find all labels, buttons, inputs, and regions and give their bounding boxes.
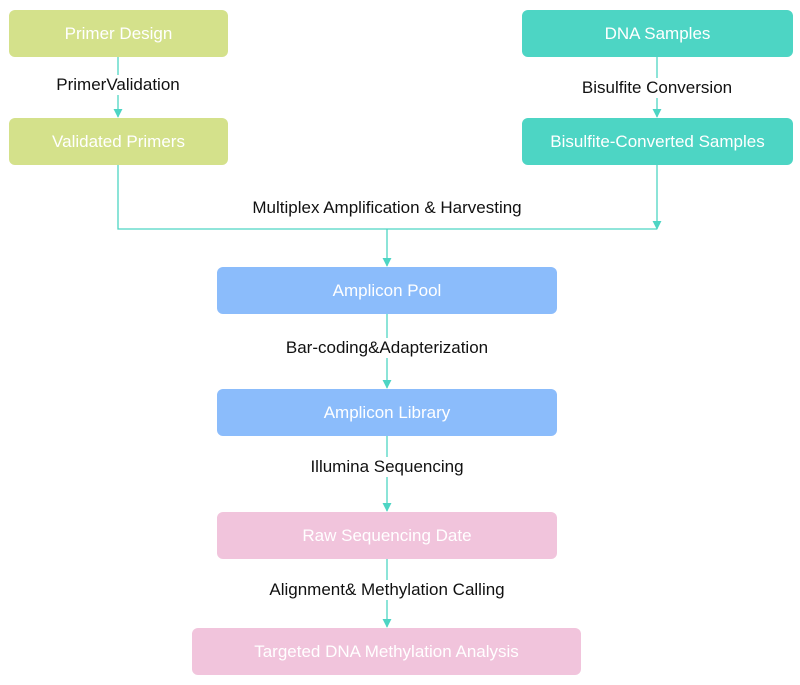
label-alignment-methylation-calling: Alignment& Methylation Calling bbox=[267, 580, 507, 600]
label-primer-validation: PrimerValidation bbox=[54, 75, 182, 95]
node-dna-samples: DNA Samples bbox=[522, 10, 793, 57]
node-bisulfite-converted-samples: Bisulfite-Converted Samples bbox=[522, 118, 793, 165]
label-barcoding-adapterization: Bar-coding&Adapterization bbox=[283, 338, 491, 358]
label-bisulfite-conversion: Bisulfite Conversion bbox=[579, 78, 735, 98]
edge-merge-left bbox=[117, 165, 387, 230]
node-primer-design: Primer Design bbox=[9, 10, 228, 57]
node-targeted-methylation-analysis: Targeted DNA Methylation Analysis bbox=[192, 628, 581, 675]
node-amplicon-pool: Amplicon Pool bbox=[217, 267, 557, 314]
node-validated-primers: Validated Primers bbox=[9, 118, 228, 165]
node-amplicon-library: Amplicon Library bbox=[217, 389, 557, 436]
node-raw-sequencing-date: Raw Sequencing Date bbox=[217, 512, 557, 559]
label-multiplex-amplification: Multiplex Amplification & Harvesting bbox=[250, 198, 524, 218]
label-illumina-sequencing: Illumina Sequencing bbox=[308, 457, 466, 477]
